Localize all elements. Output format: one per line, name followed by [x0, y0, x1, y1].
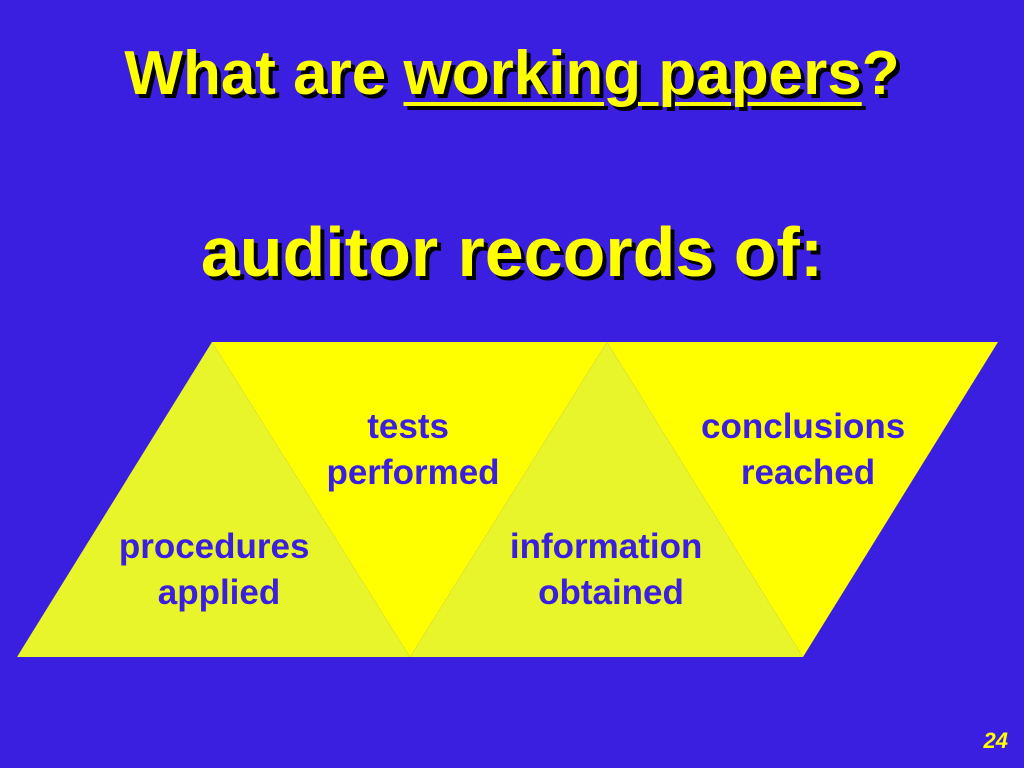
title-suffix: ?	[861, 39, 900, 108]
label-tests-line2: performed	[326, 453, 499, 492]
slide-subtitle: auditor records of:	[200, 213, 824, 291]
triangle-tests	[212, 342, 607, 657]
label-conclusions: conclusions reached	[701, 407, 915, 492]
label-information: information obtained	[510, 527, 712, 612]
triangle-conclusions	[607, 342, 998, 657]
title-underlined-term: working papers	[403, 39, 862, 108]
label-information-line2: obtained	[538, 573, 684, 612]
label-conclusions-line1: conclusions	[701, 407, 905, 446]
triangle-information	[410, 342, 803, 657]
label-tests: tests performed	[326, 407, 499, 492]
slide-title: What are working papers?	[0, 38, 1024, 109]
label-procedures-line2: applied	[158, 573, 281, 612]
label-procedures: procedures applied	[119, 527, 319, 612]
label-conclusions-line2: reached	[741, 453, 875, 492]
label-information-line1: information	[510, 527, 702, 566]
page-number: 24	[983, 728, 1008, 753]
label-procedures-line1: procedures	[119, 527, 310, 566]
triangle-procedures	[17, 342, 410, 657]
label-tests-line1: tests	[367, 407, 449, 446]
title-prefix: What are	[124, 39, 404, 108]
